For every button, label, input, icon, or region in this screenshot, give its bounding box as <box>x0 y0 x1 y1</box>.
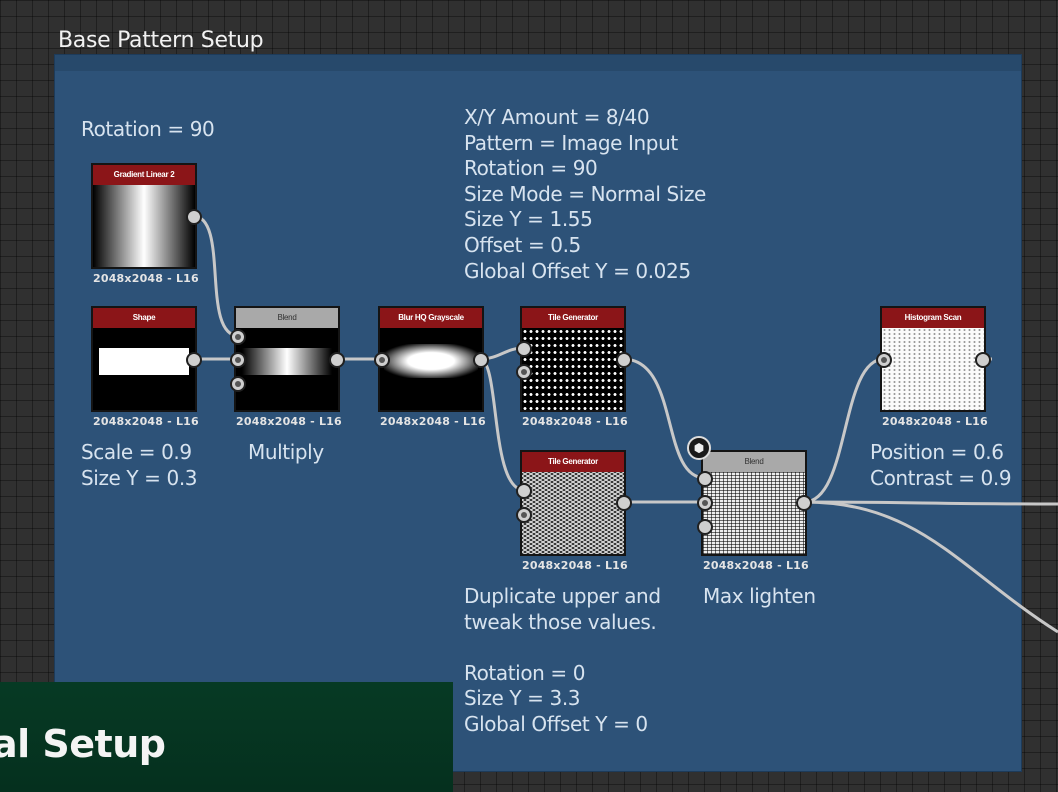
node-thumbnail <box>236 328 338 410</box>
node-title: Histogram Scan <box>882 308 984 328</box>
node-tile-generator-2[interactable]: Tile Generator <box>520 450 626 556</box>
comment-shape-params: Scale = 0.9 Size Y = 0.3 <box>81 440 198 490</box>
node-resolution: 2048x2048 - L16 <box>236 415 342 428</box>
output-port[interactable] <box>796 495 812 511</box>
node-resolution: 2048x2048 - L16 <box>882 415 988 428</box>
input-port[interactable] <box>230 376 246 392</box>
node-resolution: 2048x2048 - L16 <box>380 415 486 428</box>
input-port[interactable] <box>697 519 713 535</box>
comment-duplicate-note: Duplicate upper and tweak those values. … <box>464 584 661 736</box>
node-blur-hq-grayscale[interactable]: Blur HQ Grayscale <box>378 306 484 412</box>
node-shape[interactable]: Shape <box>91 306 197 412</box>
node-tile-generator-1[interactable]: Tile Generator <box>520 306 626 412</box>
comment-tile-params: X/Y Amount = 8/40 Pattern = Image Input … <box>464 105 706 283</box>
input-port[interactable] <box>697 495 713 511</box>
frame-header[interactable] <box>55 55 1021 71</box>
input-port[interactable] <box>374 352 390 368</box>
node-thumbnail <box>703 472 805 554</box>
title-banner: al Setup <box>0 682 453 792</box>
node-resolution: 2048x2048 - L16 <box>93 272 199 285</box>
node-blend-multiply[interactable]: Blend <box>234 306 340 412</box>
node-resolution: 2048x2048 - L16 <box>93 415 199 428</box>
node-title: Shape <box>93 308 195 328</box>
node-thumbnail <box>93 328 195 410</box>
output-port[interactable] <box>186 209 202 225</box>
frame-base-pattern-setup[interactable] <box>54 54 1022 772</box>
node-thumbnail <box>522 328 624 410</box>
input-port[interactable] <box>516 341 532 357</box>
node-title: Gradient Linear 2 <box>93 165 195 185</box>
comment-histogram-params: Position = 0.6 Contrast = 0.9 <box>870 440 1012 490</box>
node-resolution: 2048x2048 - L16 <box>522 559 628 572</box>
banner-text: al Setup <box>0 722 166 766</box>
comment-blend-max-lighten: Max lighten <box>703 584 816 608</box>
output-port[interactable] <box>616 495 632 511</box>
node-resolution: 2048x2048 - L16 <box>522 415 628 428</box>
node-title: Blend <box>703 452 805 472</box>
output-port[interactable] <box>186 352 202 368</box>
input-port[interactable] <box>516 364 532 380</box>
node-gradient-linear-2[interactable]: Gradient Linear 2 <box>91 163 197 269</box>
node-title: Blur HQ Grayscale <box>380 308 482 328</box>
cube-icon[interactable]: ⬢ <box>687 436 711 460</box>
wire-blend2-out-2 <box>803 500 1058 634</box>
node-thumbnail <box>882 328 984 410</box>
input-port[interactable] <box>697 471 713 487</box>
comment-rotation: Rotation = 90 <box>81 117 215 141</box>
node-thumbnail <box>93 185 195 267</box>
frame-title[interactable]: Base Pattern Setup <box>58 28 264 53</box>
node-thumbnail <box>380 328 482 410</box>
input-port[interactable] <box>876 352 892 368</box>
node-title: Blend <box>236 308 338 328</box>
node-title: Tile Generator <box>522 452 624 472</box>
input-port[interactable] <box>230 352 246 368</box>
input-port[interactable] <box>516 507 532 523</box>
input-port[interactable] <box>516 483 532 499</box>
node-blend-max-lighten[interactable]: Blend <box>701 450 807 556</box>
output-port[interactable] <box>329 352 345 368</box>
node-histogram-scan[interactable]: Histogram Scan <box>880 306 986 412</box>
input-port[interactable] <box>230 329 246 345</box>
wire-blur-to-tile2 <box>479 357 525 492</box>
node-thumbnail <box>522 472 624 554</box>
comment-blend-multiply: Multiply <box>248 440 324 464</box>
node-resolution: 2048x2048 - L16 <box>703 559 809 572</box>
output-port[interactable] <box>975 352 991 368</box>
output-port[interactable] <box>616 352 632 368</box>
wire-tile1-to-blend2 <box>622 357 706 480</box>
wire-blend2-out-1 <box>803 500 1058 506</box>
node-title: Tile Generator <box>522 308 624 328</box>
wire-blend2-to-histogram <box>803 357 885 504</box>
output-port[interactable] <box>473 352 489 368</box>
wire-gradient-to-blend <box>192 214 240 338</box>
